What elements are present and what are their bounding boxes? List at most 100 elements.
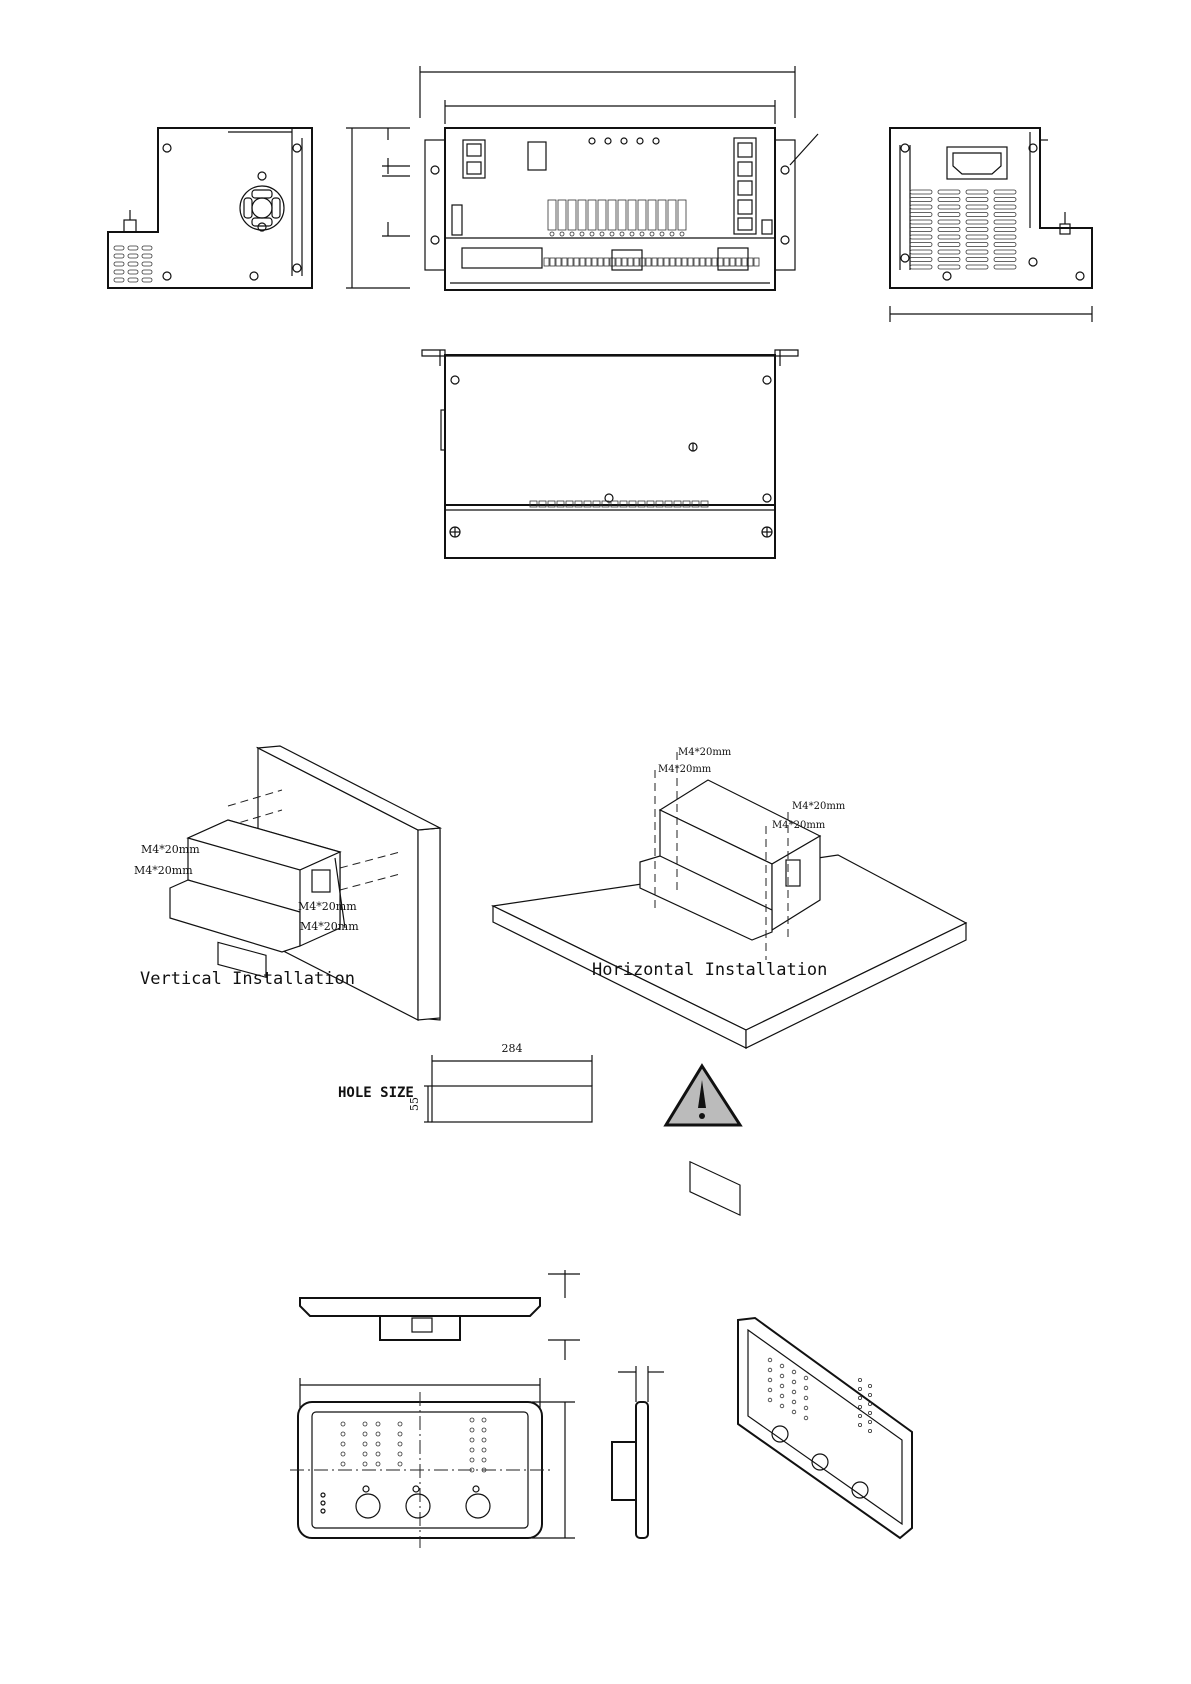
relay-pin <box>580 232 584 236</box>
vertical-installation-figure: M4*20mm M4*20mm M4*20mm M4*20mm Vertical… <box>134 746 440 1020</box>
relay-pin <box>570 232 574 236</box>
vent-slot <box>128 254 138 258</box>
indicator-dot <box>868 1429 871 1432</box>
indicator-dot <box>780 1404 784 1408</box>
vent-slot <box>994 205 1016 209</box>
vent-slot <box>128 270 138 274</box>
indicator-dot <box>868 1402 871 1405</box>
vent-slot <box>966 198 988 202</box>
indicator-dot <box>363 1442 367 1446</box>
indicator-dot <box>858 1387 861 1390</box>
vent-slot <box>938 205 960 209</box>
indicator-dot <box>470 1448 474 1452</box>
vent-slot <box>910 265 932 269</box>
terminal <box>670 258 675 266</box>
hole-size-diagram: HOLE SIZE 284 55 <box>338 1042 592 1122</box>
terminal <box>574 258 579 266</box>
relay <box>568 200 576 230</box>
screw-label-4: M4*20mm <box>300 920 359 933</box>
vent-slot <box>966 205 988 209</box>
indicator-dot <box>780 1374 784 1378</box>
horizontal-installation-label: Horizontal Installation <box>592 960 827 980</box>
indicator-dot <box>341 1422 345 1426</box>
terminal <box>730 258 735 266</box>
indicator-dot <box>376 1442 380 1446</box>
hole-size-title: HOLE SIZE <box>338 1085 414 1101</box>
indicator-dot <box>376 1452 380 1456</box>
screw-label-5: M4*20mm <box>678 747 732 758</box>
vent-slot <box>994 213 1016 217</box>
indicator-dot <box>804 1386 808 1390</box>
indicator-dot <box>768 1388 772 1392</box>
terminal <box>754 258 759 266</box>
indicator-dot <box>341 1442 345 1446</box>
vent-slot <box>994 228 1016 232</box>
vent-slot <box>966 190 988 194</box>
indicator-dot <box>792 1410 796 1414</box>
vent-slot <box>938 235 960 239</box>
relay-pin <box>610 232 614 236</box>
indicator-dot <box>470 1438 474 1442</box>
vent-slot <box>910 198 932 202</box>
indicator-dot <box>470 1458 474 1462</box>
indicator-dot <box>341 1452 345 1456</box>
vent-slot <box>910 228 932 232</box>
relay-pin <box>560 232 564 236</box>
indicator-dot <box>470 1418 474 1422</box>
relay <box>608 200 616 230</box>
indicator-dot <box>398 1442 402 1446</box>
horizontal-installation-figure: M4*20mm M4*20mm M4*20mm M4*20mm Horizont… <box>493 747 966 1215</box>
indicator-dot <box>868 1420 871 1423</box>
vent-slot <box>938 220 960 224</box>
hole-height-value: 55 <box>408 1097 421 1111</box>
terminal <box>586 258 591 266</box>
vent-slot <box>910 258 932 262</box>
indicator-dot <box>858 1405 861 1408</box>
relay <box>578 200 586 230</box>
indicator-dot <box>482 1438 486 1442</box>
terminal <box>568 258 573 266</box>
vent-slot <box>910 243 932 247</box>
terminal <box>628 258 633 266</box>
top-view <box>422 350 798 558</box>
screw-label-3: M4*20mm <box>298 900 357 913</box>
terminal <box>562 258 567 266</box>
relay-pin <box>600 232 604 236</box>
indicator-dot <box>780 1384 784 1388</box>
panel-side-view <box>612 1366 664 1538</box>
terminal <box>658 258 663 266</box>
relay-pin <box>620 232 624 236</box>
indicator-dot <box>804 1406 808 1410</box>
left-side-view <box>108 128 312 288</box>
terminal <box>544 258 549 266</box>
terminal <box>604 258 609 266</box>
indicator-dot <box>470 1428 474 1432</box>
vent-slot <box>910 235 932 239</box>
vent-slot <box>994 250 1016 254</box>
indicator-dot <box>363 1462 367 1466</box>
vent-slot <box>910 190 932 194</box>
terminal <box>664 258 669 266</box>
vent-slot <box>142 270 152 274</box>
indicator-dot <box>482 1448 486 1452</box>
indicator-dot <box>858 1378 861 1381</box>
terminal <box>748 258 753 266</box>
vent-slot <box>114 270 124 274</box>
vent-slot <box>966 228 988 232</box>
vent-slot <box>994 258 1016 262</box>
vent-slot <box>938 243 960 247</box>
relay <box>558 200 566 230</box>
indicator-dot <box>858 1414 861 1417</box>
indicator-dot <box>868 1384 871 1387</box>
indicator-dot <box>792 1380 796 1384</box>
indicator-dot <box>792 1390 796 1394</box>
indicator-dot <box>482 1418 486 1422</box>
vent-slot <box>966 213 988 217</box>
indicator-dot <box>768 1358 772 1362</box>
indicator-dot <box>868 1411 871 1414</box>
indicator-dot <box>768 1368 772 1372</box>
relay-pin <box>550 232 554 236</box>
terminal <box>742 258 747 266</box>
terminal <box>634 258 639 266</box>
vertical-installation-label: Vertical Installation <box>140 969 355 989</box>
